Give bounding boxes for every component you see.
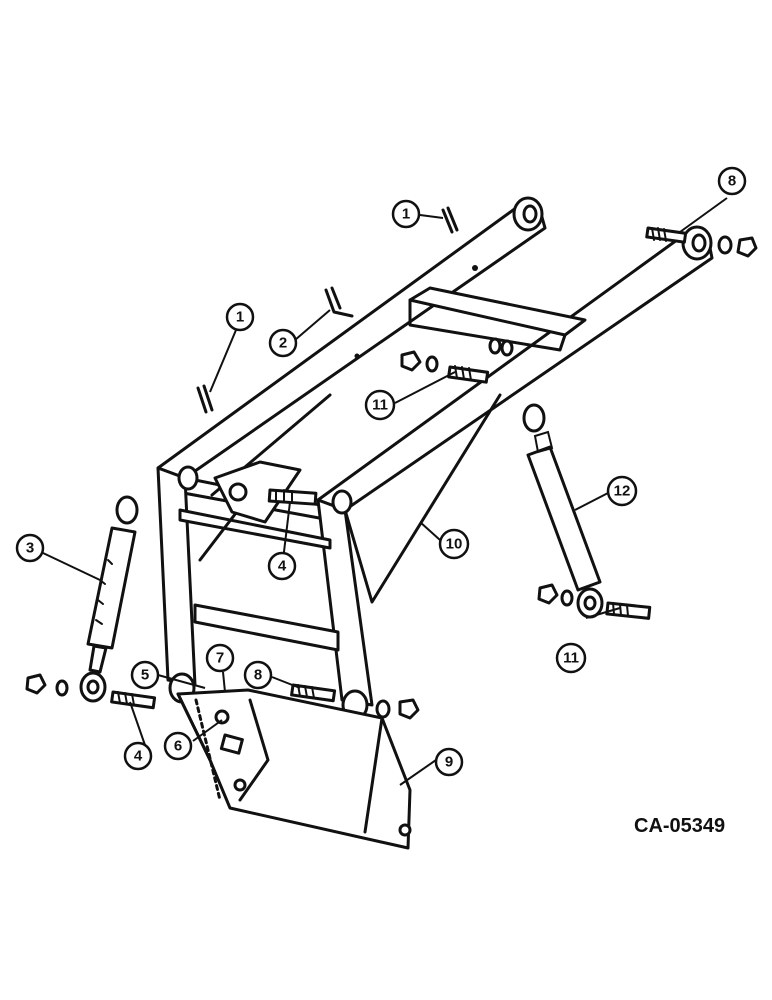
svg-text:12: 12 bbox=[614, 483, 631, 500]
callout-leaders bbox=[42, 197, 728, 786]
svg-text:1: 1 bbox=[402, 206, 410, 223]
svg-text:4: 4 bbox=[134, 748, 143, 765]
svg-text:4: 4 bbox=[278, 558, 287, 575]
callout-11-upper: 11 bbox=[364, 389, 396, 421]
hydraulic-cylinder-12 bbox=[522, 403, 604, 619]
callout-8-upper: 8 bbox=[717, 166, 747, 196]
nut-washer-left bbox=[25, 673, 69, 697]
callout-10: 10 bbox=[438, 528, 470, 560]
pin-1-upper bbox=[441, 206, 459, 234]
bolt-4-center bbox=[267, 488, 318, 506]
svg-text:1: 1 bbox=[236, 309, 244, 326]
svg-text:7: 7 bbox=[216, 650, 224, 667]
callout-5: 5 bbox=[130, 660, 160, 690]
svg-text:11: 11 bbox=[372, 397, 388, 414]
callout-1-upper: 1 bbox=[391, 199, 421, 229]
bolt-4-lower bbox=[110, 690, 157, 710]
callout-8-lower: 8 bbox=[243, 660, 273, 690]
callout-3: 3 bbox=[15, 533, 45, 563]
hydraulic-cylinder-3 bbox=[79, 495, 139, 703]
bolt-8-upper bbox=[645, 226, 758, 258]
guard-plate-9 bbox=[176, 688, 412, 850]
svg-text:6: 6 bbox=[174, 738, 182, 755]
figure-code: CA-05349 bbox=[634, 815, 725, 837]
frame-assembly bbox=[156, 196, 714, 721]
svg-text:8: 8 bbox=[254, 667, 262, 684]
svg-text:5: 5 bbox=[141, 667, 149, 684]
svg-text:2: 2 bbox=[279, 335, 287, 352]
bolt-11-lower bbox=[537, 583, 652, 620]
svg-text:9: 9 bbox=[445, 754, 453, 771]
svg-text:3: 3 bbox=[26, 540, 34, 557]
callout-2: 2 bbox=[268, 328, 298, 358]
pin-1-lower bbox=[196, 384, 214, 414]
svg-text:8: 8 bbox=[728, 173, 736, 190]
callout-4-center: 4 bbox=[267, 551, 297, 581]
svg-text:10: 10 bbox=[446, 536, 463, 553]
callout-7: 7 bbox=[205, 643, 235, 673]
callout-9: 9 bbox=[434, 747, 464, 777]
callout-12: 12 bbox=[606, 475, 638, 507]
callout-4-lower: 4 bbox=[123, 741, 153, 771]
callout-11-lower: 11 bbox=[555, 642, 587, 674]
svg-text:11: 11 bbox=[563, 650, 579, 667]
callout-1-lower: 1 bbox=[225, 302, 255, 332]
bracket-2 bbox=[324, 286, 354, 318]
callout-6: 6 bbox=[163, 731, 193, 761]
bolt-11-upper bbox=[400, 350, 490, 384]
